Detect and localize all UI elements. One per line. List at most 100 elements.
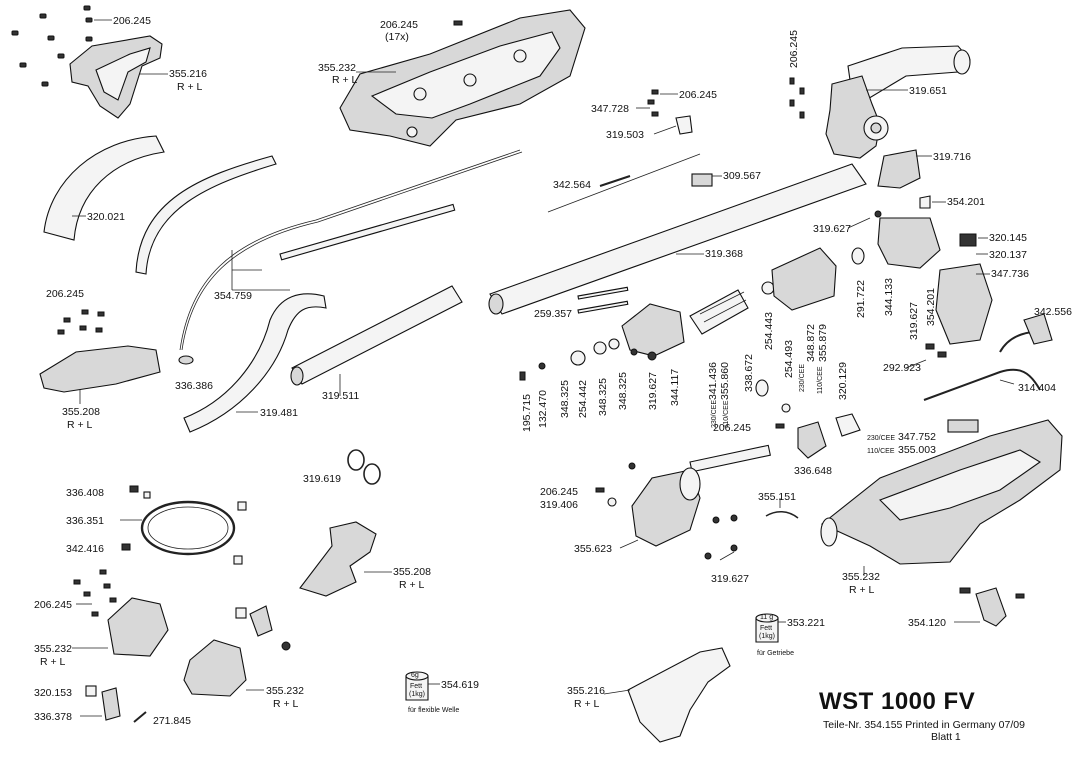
label-336-648: 336.648 <box>794 465 832 477</box>
label-259-357: 259.357 <box>534 308 572 320</box>
svg-text:11 g: 11 g <box>760 614 773 621</box>
screw-group-clip <box>647 89 659 117</box>
label-355-151: 355.151 <box>758 491 796 503</box>
flex-sleeve <box>135 155 277 275</box>
svg-text:Fett: Fett <box>760 625 772 632</box>
label-206-245-c: 206.245 <box>46 288 84 300</box>
label-319-503: 319.503 <box>606 129 644 141</box>
label-355-216-a-rl: R + L <box>177 81 203 93</box>
housing-half-355-232-lower-left <box>107 597 169 657</box>
label-355-208-b: 355.208 <box>393 566 431 578</box>
o-ring-319-619-b <box>363 463 381 485</box>
hose-320-021 <box>43 135 165 241</box>
label-341-436-variant: 230/CEE <box>711 400 718 428</box>
label-355-232-top: 355.232 <box>318 62 356 74</box>
clip-319-503 <box>675 115 693 135</box>
screw-icon <box>775 423 785 429</box>
label-271-845: 271.845 <box>153 715 191 727</box>
label-132-470: 132.470 <box>537 390 549 428</box>
screw-group-top-right <box>789 77 805 119</box>
label-319-627-c: 319.627 <box>647 372 659 410</box>
label-355-879-variant: 110/CEE <box>817 366 824 394</box>
label-354-619: 354.619 <box>441 679 479 691</box>
handle-319-651 <box>825 45 971 159</box>
label-342-564: 342.564 <box>553 179 591 191</box>
coupling-336-648 <box>797 421 827 459</box>
label-353-221: 353.221 <box>787 617 825 629</box>
insert-icon <box>235 607 247 619</box>
label-319-368: 319.368 <box>705 248 743 260</box>
small-parts-row <box>519 338 638 381</box>
o-ring-319-619-a <box>347 449 365 471</box>
screw-group-top-left <box>11 5 93 87</box>
label-206-245-f: 206.245 <box>34 599 72 611</box>
label-347-736: 347.736 <box>991 268 1029 280</box>
label-354-759: 354.759 <box>214 290 252 302</box>
label-319-406: 319.406 <box>540 499 578 511</box>
label-355-232-l: 355.232 <box>34 643 72 655</box>
guard-half-355-216-bottom <box>627 647 731 743</box>
inner-tube <box>279 203 456 261</box>
label-355-879: 355.879 <box>817 324 829 362</box>
label-348-325-c: 348.325 <box>617 372 629 410</box>
label-320-129: 320.129 <box>837 362 849 400</box>
pins-259-357 <box>577 286 629 314</box>
bearing-291-722 <box>851 247 865 265</box>
flex-shaft-354-759 <box>179 149 521 351</box>
cap-320-153 <box>85 685 97 697</box>
label-206-245-b: 206.245 <box>679 89 717 101</box>
label-254-493: 254.493 <box>783 340 795 378</box>
armature-341-436 <box>689 281 775 335</box>
insert-icon <box>237 501 247 511</box>
label-355-860: 355.860 <box>719 362 731 400</box>
label-348-872-variant: 230/CEE <box>799 364 806 392</box>
nut-319-627-a <box>874 210 882 218</box>
label-309-567: 309.567 <box>723 170 761 182</box>
switch-housing-344-133 <box>877 217 941 269</box>
label-348-872: 348.872 <box>805 324 817 362</box>
label-344-133: 344.133 <box>883 278 895 316</box>
svg-text:(1kg): (1kg) <box>759 633 775 640</box>
washer-319-406 <box>607 497 617 507</box>
nut-icon <box>628 462 636 470</box>
label-342-556: 342.556 <box>1034 306 1072 318</box>
label-319-481: 319.481 <box>260 407 298 419</box>
label-320-137: 320.137 <box>989 249 1027 261</box>
label-319-627-b: 319.627 <box>908 302 920 340</box>
label-206-245-e: 206.245 <box>540 486 578 498</box>
bracket-icon <box>249 605 273 637</box>
label-338-672: 338.672 <box>743 354 755 392</box>
label-355-232-r: 355.232 <box>842 571 880 583</box>
label-355-208-a: 355.208 <box>62 406 100 418</box>
label-319-716: 319.716 <box>933 151 971 163</box>
housing-half-355-232-top <box>339 9 586 147</box>
screw-group-lower-left <box>73 569 117 617</box>
label-319-511: 319.511 <box>322 390 359 402</box>
label-206-245-d: 206.245 <box>713 422 751 434</box>
cord-314-404 <box>923 368 1041 401</box>
switch-320-145 <box>959 233 977 247</box>
cover-347-736 <box>935 263 993 345</box>
gearbox-355-623 <box>631 444 771 547</box>
washer-254-493 <box>781 403 791 413</box>
screw-271-845 <box>133 711 147 723</box>
label-347-728: 347.728 <box>591 103 629 115</box>
handle-half-355-208-mid <box>299 521 377 597</box>
label-291-722: 291.722 <box>855 280 867 318</box>
jar-354-619-caption: für flexible Welle <box>408 707 459 714</box>
label-336-378: 336.378 <box>34 711 72 723</box>
label-355-232-b-rl: R + L <box>273 698 299 710</box>
screw-342-416 <box>121 543 131 551</box>
clip-354-201-a <box>919 195 931 209</box>
page-title: WST 1000 FV <box>819 688 976 715</box>
label-206-245-top-qty: (17x) <box>385 31 409 43</box>
label-355-208-a-rl: R + L <box>67 419 93 431</box>
part-number-line: Teile-Nr. 354.155 Printed in Germany 07/… <box>823 719 1025 731</box>
housing-half-355-232-bottom <box>183 639 247 697</box>
part-320-129 <box>835 413 861 437</box>
screw-336-408 <box>129 485 139 493</box>
cover-336-378 <box>101 687 121 721</box>
handle-half-355-216-top <box>69 35 163 119</box>
fan-338-672 <box>755 379 769 397</box>
